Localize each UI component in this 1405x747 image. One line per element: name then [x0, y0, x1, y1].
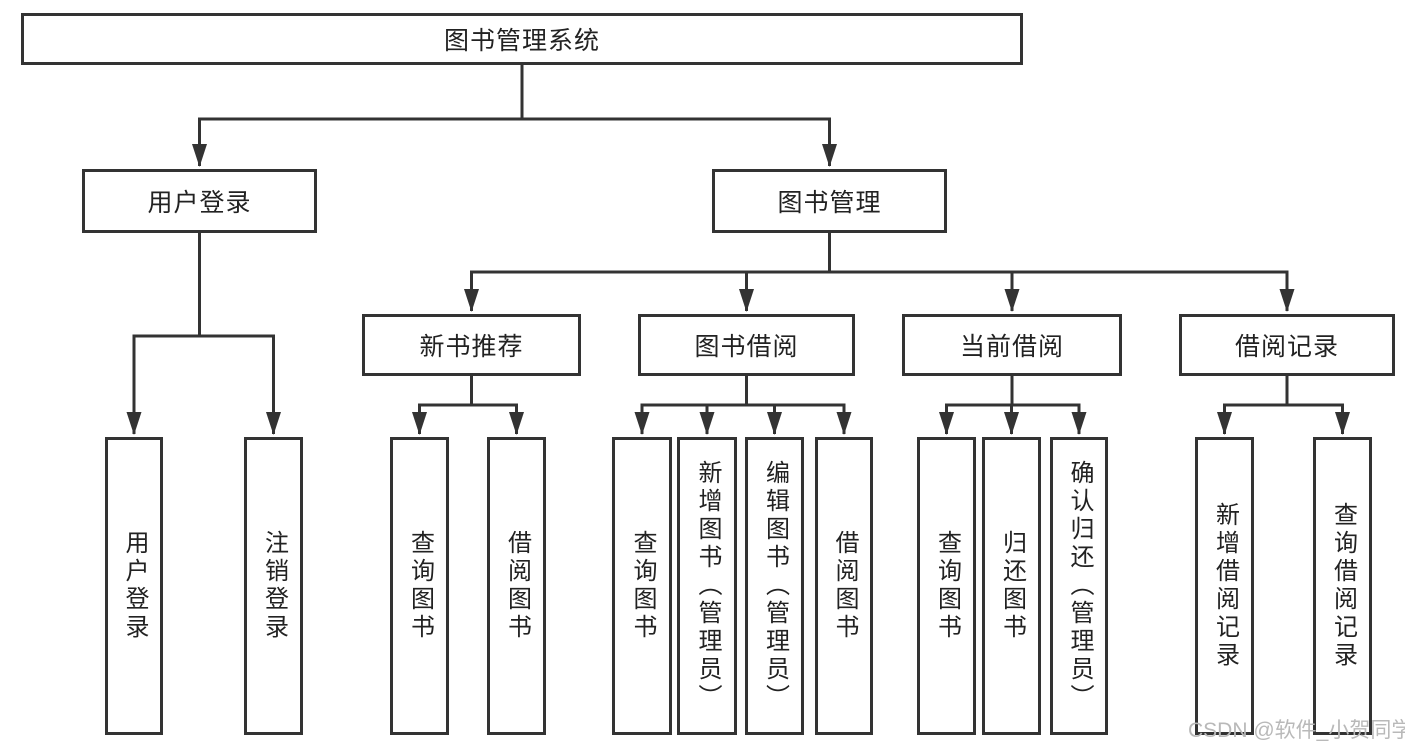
leaf-add-books-admin: 新增图书（管理员） [677, 437, 737, 735]
leaf-query-books-current: 查询图书 [917, 437, 976, 735]
leaf-user-login: 用户登录 [105, 437, 163, 735]
leaf-confirm-return-admin: 确认归还（管理员） [1050, 437, 1108, 735]
node-library-system: 图书管理系统 [21, 13, 1023, 65]
leaf-return-books: 归还图书 [982, 437, 1041, 735]
leaf-logout: 注销登录 [244, 437, 303, 735]
leaf-edit-books-admin: 编辑图书（管理员） [745, 437, 804, 735]
leaf-borrow-books-newbook: 借阅图书 [487, 437, 546, 735]
leaf-query-books-borrowing: 查询图书 [612, 437, 672, 735]
node-current-borrowing: 当前借阅 [902, 314, 1122, 376]
node-new-book-recommend: 新书推荐 [362, 314, 581, 376]
leaf-query-borrow-record: 查询借阅记录 [1313, 437, 1372, 735]
node-borrowing-records: 借阅记录 [1179, 314, 1395, 376]
node-book-management: 图书管理 [712, 169, 947, 233]
node-user-login: 用户登录 [82, 169, 317, 233]
leaf-query-books-newbook: 查询图书 [390, 437, 449, 735]
csdn-watermark: CSDN @软件_小贺同学 [1188, 719, 1405, 742]
leaf-add-borrow-record: 新增借阅记录 [1195, 437, 1254, 735]
leaf-borrow-books-borrowing: 借阅图书 [815, 437, 873, 735]
node-book-borrowing: 图书借阅 [638, 314, 855, 376]
